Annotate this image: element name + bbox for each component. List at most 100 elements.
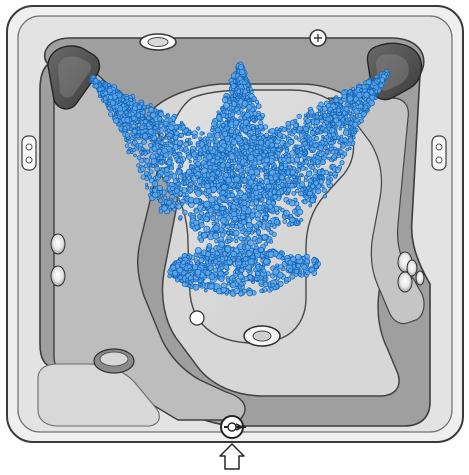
bubble (193, 169, 197, 173)
bubble (227, 159, 231, 163)
bubble (160, 161, 163, 164)
bubble (222, 184, 228, 190)
bubble (151, 164, 154, 167)
bubble (331, 110, 333, 112)
bubble (238, 274, 244, 280)
bubble (262, 136, 265, 139)
bubble (225, 271, 228, 274)
bubble (338, 141, 341, 144)
bubble (195, 247, 201, 253)
bubble (187, 265, 191, 269)
bubble (224, 157, 227, 160)
bubble (229, 154, 235, 160)
bubble (198, 202, 201, 205)
bubble (242, 81, 246, 85)
bubble (250, 201, 255, 206)
bubble (294, 119, 297, 122)
bubble (231, 251, 237, 257)
bubble (250, 213, 255, 218)
bubble (236, 152, 240, 156)
bubble (286, 158, 291, 163)
bubble (194, 183, 197, 186)
bubble (230, 91, 234, 95)
bubble (175, 278, 179, 282)
bubble (175, 131, 180, 136)
bubble (183, 182, 186, 185)
bubble (189, 160, 191, 162)
bubble (253, 190, 259, 196)
bubble (134, 154, 137, 157)
bubble (259, 178, 263, 182)
bubble (145, 158, 150, 163)
bubble (306, 171, 312, 177)
bubble (242, 246, 245, 249)
bubble (255, 100, 259, 104)
bubble (343, 130, 348, 135)
bubble (137, 156, 141, 160)
bubble (221, 123, 225, 127)
bubble (259, 151, 262, 154)
bubble (322, 135, 325, 138)
bubble (326, 117, 330, 121)
bubble (222, 143, 227, 148)
bubble (226, 253, 229, 256)
bubble (259, 247, 264, 252)
bubble (299, 174, 302, 177)
bubble (205, 252, 210, 257)
bubble (128, 113, 132, 117)
bubble (164, 144, 167, 147)
bubble (286, 121, 291, 126)
bubble (217, 183, 221, 187)
bubble (98, 87, 102, 91)
bubble (303, 141, 308, 146)
bubble (175, 202, 178, 205)
bubble (209, 284, 215, 290)
bubble (246, 227, 250, 231)
bubble (178, 166, 181, 169)
bubble (213, 233, 219, 239)
bubble (199, 238, 204, 243)
bubble (256, 205, 262, 211)
bubble (238, 64, 243, 69)
bubble (196, 161, 201, 166)
bubble (196, 143, 199, 146)
bubble (141, 147, 144, 150)
bubble (249, 198, 252, 201)
bubble (223, 103, 229, 109)
bubble (286, 201, 290, 205)
bubble (211, 216, 216, 221)
bubble (155, 166, 160, 171)
bubble (320, 160, 325, 165)
bubble (93, 82, 96, 85)
bubble (308, 191, 313, 196)
bubble (321, 171, 325, 175)
bubble (230, 112, 234, 116)
bubble (200, 132, 204, 136)
bubble (248, 275, 253, 280)
bubble (270, 128, 275, 133)
bubble (233, 278, 236, 281)
bubble (353, 122, 358, 127)
bubble (219, 241, 225, 247)
bubble (277, 148, 281, 152)
bubble (335, 127, 337, 129)
bubble (177, 170, 182, 175)
bubble (186, 169, 191, 174)
bubble (238, 149, 241, 152)
bubble (329, 178, 332, 181)
bubble (239, 84, 244, 89)
bubble (249, 169, 255, 175)
bubble (208, 265, 213, 270)
bubble (219, 276, 224, 281)
bubble (224, 173, 229, 178)
bubble (296, 170, 299, 173)
bubble (252, 119, 255, 122)
bubble (211, 121, 216, 126)
bubble (341, 118, 345, 122)
bubble (285, 149, 289, 153)
bubble (137, 164, 141, 168)
bubble (131, 116, 136, 121)
bubble (241, 215, 245, 219)
bubble (215, 156, 219, 160)
bubble (254, 277, 257, 280)
